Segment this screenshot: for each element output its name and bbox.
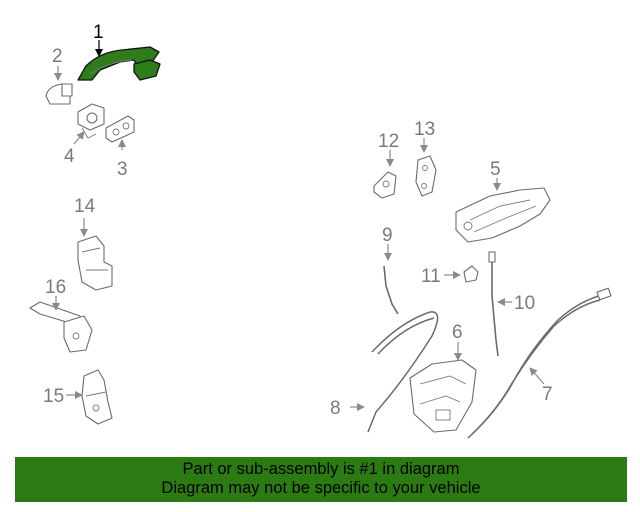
callout-2[interactable]: 2: [52, 46, 63, 67]
callout-14[interactable]: 14: [74, 196, 96, 217]
banner-line-1: Part or sub-assembly is #1 in diagram: [182, 460, 460, 478]
callout-11[interactable]: 11: [421, 266, 441, 287]
part-11-clip[interactable]: [463, 265, 479, 283]
parts-diagram: 1 2 4 3 12 13 5: [29, 22, 612, 439]
info-banner: Part or sub-assembly is #1 in diagram Di…: [15, 457, 627, 502]
part-1-door-handle[interactable]: [77, 46, 161, 81]
part-4-lock-cylinder[interactable]: [77, 103, 105, 139]
callout-9[interactable]: 9: [382, 225, 393, 246]
part-14-upper-hinge[interactable]: [77, 235, 113, 291]
callout-13[interactable]: 13: [414, 119, 435, 140]
callout-3[interactable]: 3: [117, 159, 128, 180]
callout-5[interactable]: 5: [490, 159, 501, 180]
callout-15[interactable]: 15: [43, 386, 64, 407]
callout-16[interactable]: 16: [45, 277, 66, 298]
banner-line-2: Diagram may not be specific to your vehi…: [161, 479, 481, 497]
part-3-bracket[interactable]: [105, 115, 135, 143]
part-2-handle-cap[interactable]: [45, 83, 73, 105]
part-12-bracket[interactable]: [373, 171, 397, 199]
part-16-door-check[interactable]: [29, 301, 93, 353]
callout-12[interactable]: 12: [378, 131, 399, 152]
part-5-inside-handle[interactable]: [455, 187, 551, 243]
part-8-cable[interactable]: [367, 311, 439, 433]
part-13-plate[interactable]: [415, 155, 437, 197]
callout-4[interactable]: 4: [64, 146, 75, 167]
part-7-cable[interactable]: [467, 287, 612, 439]
part-10-rod[interactable]: [488, 251, 499, 357]
part-6-door-latch[interactable]: [409, 359, 477, 433]
callout-6[interactable]: 6: [452, 322, 463, 343]
callout-7[interactable]: 7: [542, 384, 553, 405]
callout-8[interactable]: 8: [330, 398, 341, 419]
part-15-lower-hinge[interactable]: [81, 369, 113, 425]
callout-1[interactable]: 1: [93, 22, 104, 43]
part-9-rod[interactable]: [383, 265, 399, 315]
callout-10[interactable]: 10: [514, 293, 535, 314]
